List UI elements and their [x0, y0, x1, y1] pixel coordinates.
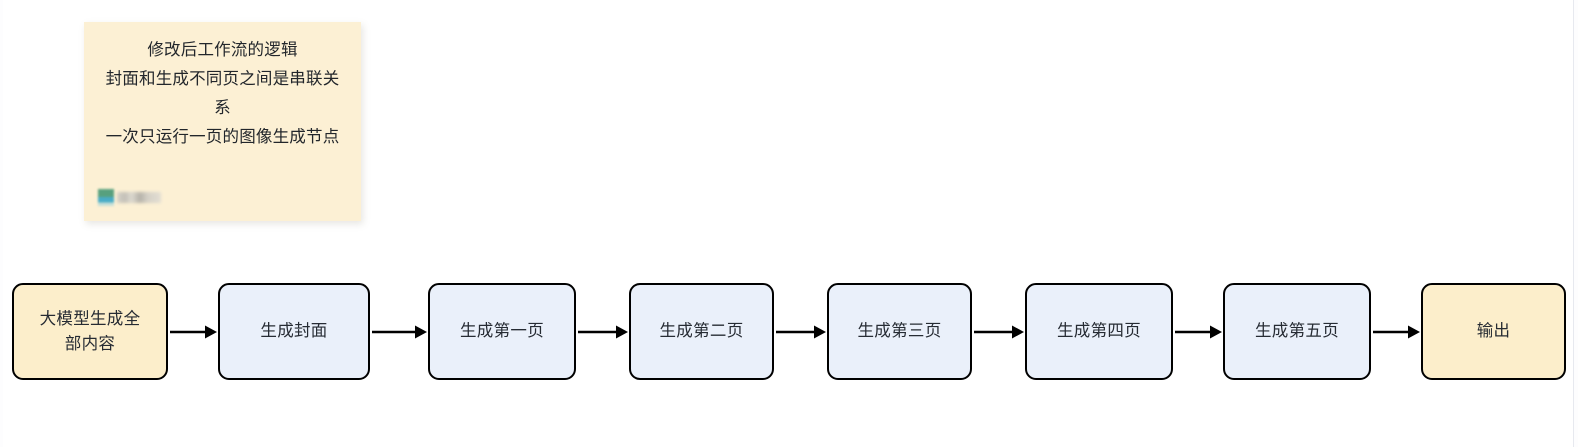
- node-generate-page-1[interactable]: 生成第一页: [428, 283, 576, 380]
- note-watermark: [98, 189, 161, 206]
- redacted-watermark-label: [117, 192, 161, 203]
- arrow-right-icon: [774, 283, 827, 380]
- panel-divider: [1573, 0, 1574, 447]
- node-label: 生成第二页: [659, 322, 744, 340]
- arrow-right-icon: [1371, 283, 1421, 380]
- node-generate-page-4[interactable]: 生成第四页: [1025, 283, 1173, 380]
- node-label: 生成第五页: [1255, 322, 1339, 340]
- arrow-right-icon: [576, 283, 629, 380]
- workflow-node-chain: 大模型生成全部内容 生成封面 生成第一页 生成第二页 生成第三页 生成第四页 生成第五页 输出: [12, 283, 1566, 380]
- canvas-right-edge: [1574, 0, 1578, 447]
- node-generate-cover[interactable]: 生成封面: [218, 283, 370, 380]
- node-llm-generate-all[interactable]: 大模型生成全部内容: [12, 283, 168, 380]
- redacted-logo-icon: [98, 189, 114, 206]
- annotation-note-text: 修改后工作流的逻辑 封面和生成不同页之间是串联关系 一次只运行一页的图像生成节点: [105, 41, 340, 146]
- canvas-left-edge: [0, 0, 3, 447]
- arrow-right-icon: [370, 283, 428, 380]
- node-label: 大模型生成全部内容: [39, 309, 141, 353]
- node-output[interactable]: 输出: [1421, 283, 1566, 380]
- node-label: 生成第一页: [460, 322, 544, 340]
- node-generate-page-3[interactable]: 生成第三页: [827, 283, 972, 380]
- node-label: 生成第三页: [857, 322, 942, 340]
- node-label: 生成第四页: [1057, 322, 1141, 340]
- node-generate-page-2[interactable]: 生成第二页: [629, 283, 774, 380]
- workflow-annotation-note[interactable]: 修改后工作流的逻辑 封面和生成不同页之间是串联关系 一次只运行一页的图像生成节点: [84, 22, 361, 221]
- node-label: 生成封面: [260, 322, 328, 340]
- node-generate-page-5[interactable]: 生成第五页: [1223, 283, 1371, 380]
- arrow-right-icon: [1173, 283, 1223, 380]
- node-label: 输出: [1476, 322, 1511, 340]
- arrow-right-icon: [972, 283, 1025, 380]
- arrow-right-icon: [168, 283, 218, 380]
